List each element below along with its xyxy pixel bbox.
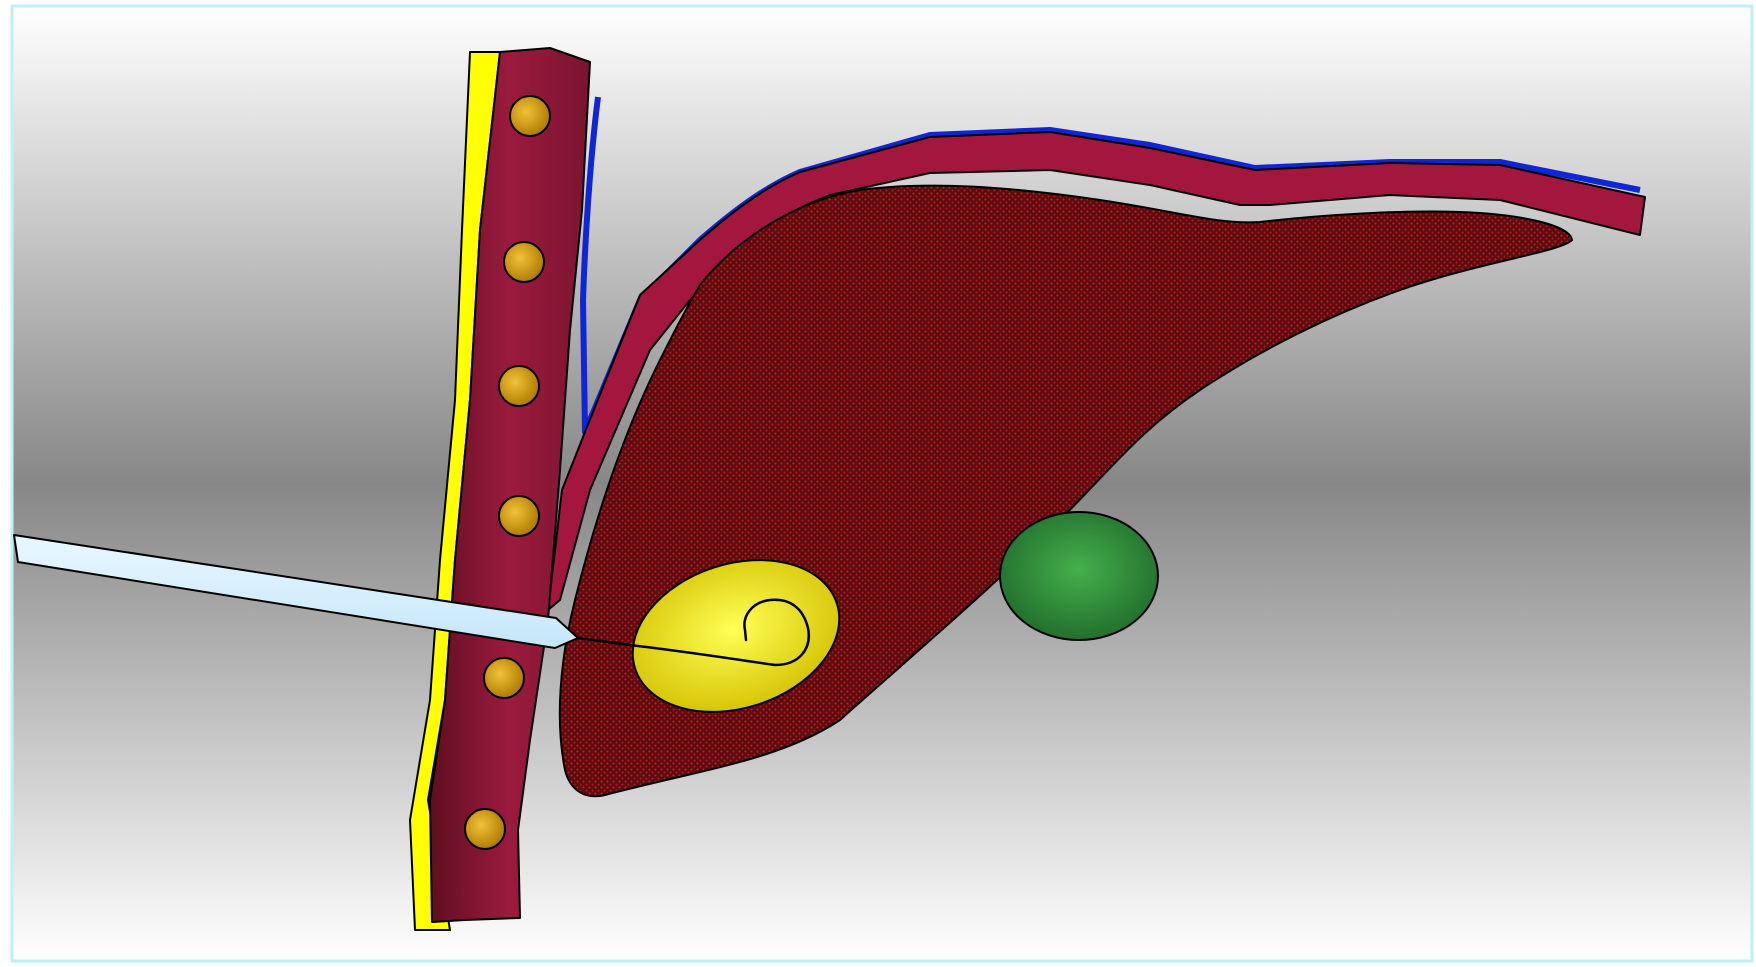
- wall-nodule: [510, 96, 550, 136]
- wall-nodule: [484, 658, 524, 698]
- wall-nodule: [499, 366, 539, 406]
- wall-nodule: [465, 809, 505, 849]
- wall-nodule: [499, 496, 539, 536]
- wall-nodule: [504, 242, 544, 282]
- green-body: [1000, 512, 1158, 640]
